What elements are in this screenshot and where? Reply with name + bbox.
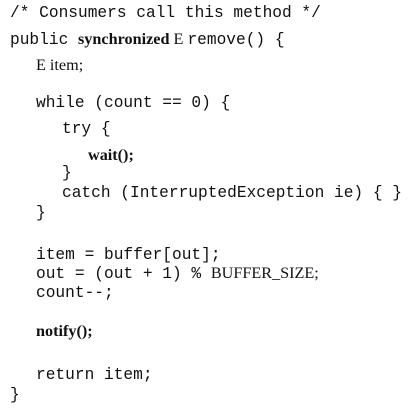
try-close-brace: } <box>62 164 72 182</box>
public-keyword: public <box>10 31 78 49</box>
method-name: remove() { <box>187 31 285 49</box>
return-type: E <box>169 30 188 48</box>
notify-line: notify(); <box>36 318 93 344</box>
while-close-brace: } <box>36 204 46 222</box>
method-signature-line: public synchronized E remove() { <box>10 26 285 52</box>
try-close-line: } <box>62 160 72 186</box>
comment-text: /* Consumers call this method */ <box>10 4 321 22</box>
method-close-line: } <box>10 382 20 408</box>
while-condition: while (count == 0) { <box>36 94 231 112</box>
wait-call: wait(); <box>88 146 134 164</box>
catch-clause: catch (InterruptedException ie) { } <box>62 184 402 202</box>
item-declaration-line: E item; <box>36 52 83 78</box>
assign-out-line: out = (out + 1) % BUFFER_SIZE; <box>36 260 319 286</box>
assign-out-expression: out = (out + 1) % <box>36 265 211 283</box>
while-line: while (count == 0) { <box>36 90 230 116</box>
return-line: return item; <box>36 362 153 388</box>
code-comment-line: /* Consumers call this method */ <box>10 0 321 26</box>
try-line: try { <box>62 116 111 142</box>
synchronized-keyword: synchronized <box>78 30 170 48</box>
item-declaration: E item; <box>36 56 84 74</box>
method-close-brace: } <box>10 386 20 404</box>
wait-line: wait(); <box>88 142 134 168</box>
assign-item-line: item = buffer[out]; <box>36 242 221 268</box>
assign-item: item = buffer[out]; <box>36 246 221 264</box>
notify-call: notify(); <box>36 322 93 340</box>
try-keyword: try { <box>62 120 111 138</box>
count-decrement-line: count--; <box>36 280 114 306</box>
count-decrement: count--; <box>36 284 114 302</box>
catch-line: catch (InterruptedException ie) { } <box>62 180 402 206</box>
while-close-line: } <box>36 200 46 226</box>
return-statement: return item; <box>36 366 153 384</box>
buffer-size-constant: BUFFER_SIZE; <box>210 264 319 282</box>
